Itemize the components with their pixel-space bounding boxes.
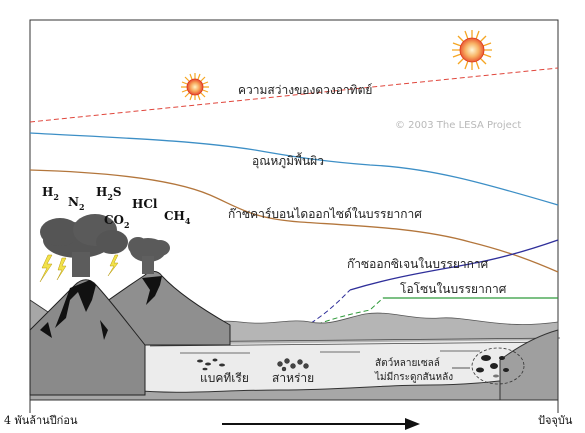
- copyright-text: © 2003 The LESA Project: [395, 120, 521, 131]
- small-volcano-lava: [142, 276, 162, 305]
- co2-curve: [29, 169, 559, 273]
- early-sun-icon: [181, 73, 209, 101]
- right-cliff: [499, 329, 559, 401]
- large-volcano-lava: [55, 280, 96, 328]
- multicell-label-line1: สัตว์หลายเซลล์: [375, 357, 440, 369]
- gas-n2: N2: [68, 195, 85, 212]
- gas-hcl: HCl: [132, 197, 158, 211]
- gas-h2s: H2S: [96, 185, 122, 202]
- bacteria-icon: [197, 358, 225, 371]
- bacteria-label: แบคทีเรีย: [200, 371, 249, 385]
- algae-label: สาหร่าย: [272, 371, 314, 385]
- gas-ch4: CH4: [164, 209, 191, 226]
- surface-temperature-curve: [29, 132, 559, 206]
- oxygen-label: ก๊าซออกซิเจนในบรรยากาศ: [347, 257, 489, 271]
- time-arrow-icon: [222, 418, 420, 430]
- lightning-icon: [39, 254, 119, 283]
- gas-h2: H2: [42, 185, 59, 202]
- multicell-highlight: [471, 347, 525, 385]
- volcanic-cloud-large: [40, 214, 128, 277]
- surface-temperature-label: อุณหภูมิพื้นผิว: [252, 152, 324, 169]
- timeline-end-label: ปัจจุบัน: [538, 414, 573, 427]
- sun-brightness-label: ความสว่างของดวงอาทิตย์: [238, 83, 372, 97]
- ozone-label: โอโซนในบรรยากาศ: [400, 282, 507, 296]
- invertebrate-icon: [476, 355, 509, 378]
- algae-icon: [277, 358, 309, 372]
- sun-brightness-line: [29, 67, 559, 123]
- co2-label: ก๊าซคาร์บอนไดออกไซด์ในบรรยากาศ: [228, 207, 422, 221]
- present-sun-icon: [452, 30, 492, 70]
- volcanic-cloud-small: [128, 237, 170, 274]
- multicell-label-line2: ไม่มีกระดูกสันหลัง: [374, 371, 453, 383]
- oxygen-curve: [349, 239, 559, 291]
- gas-co2: CO2: [104, 213, 130, 230]
- timeline-start-label: 4 พันล้านปีก่อน: [4, 414, 78, 427]
